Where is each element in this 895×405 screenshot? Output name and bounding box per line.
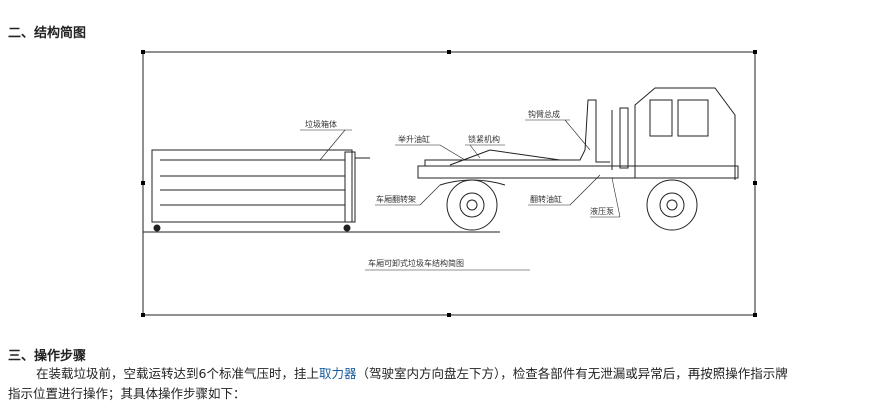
label-tilt-cylinder: 翻转油缸	[530, 194, 562, 204]
leader-lines	[300, 119, 621, 271]
truck	[417, 87, 739, 231]
label-hook-arm: 钩臂总成	[528, 109, 560, 119]
diagram-caption: 车厢可卸式垃圾车结构简图	[368, 258, 464, 268]
para-text-2: （驾驶室内方向盘左下方），检查各部件有无泄漏或异常后，再按照操作指示牌	[356, 366, 788, 381]
label-box: 垃圾箱体	[305, 119, 337, 129]
pto-link[interactable]: 取力器	[318, 366, 357, 381]
section-heading-operation: 三、操作步骤	[8, 349, 87, 364]
label-tilt-frame: 车厢翻转架	[376, 194, 416, 204]
resize-handles	[141, 50, 757, 317]
diagram-frame	[142, 51, 756, 316]
para-text-1: 在装载垃圾前，空载运转达到6个标准气压时，挂上	[36, 366, 319, 381]
label-lift-cylinder: 举升油缸	[398, 134, 430, 144]
structure-diagram: 垃圾箱体 举升油缸 锁紧机构 钩臂总成 车厢翻转架 翻转油缸 液压泵 车厢可卸式…	[141, 50, 757, 317]
garbage-box	[143, 149, 500, 233]
paragraph: 在装载垃圾前，空载运转达到6个标准气压时，挂上取力器（驾驶室内方向盘左下方），检…	[8, 364, 895, 384]
label-lock: 锁紧机构	[468, 134, 500, 144]
section-heading-structure: 二、结构简图	[8, 26, 87, 41]
paragraph-line2: 指示位置进行操作；其具体操作步骤如下：	[8, 386, 246, 401]
label-pump: 液压泵	[590, 206, 614, 216]
